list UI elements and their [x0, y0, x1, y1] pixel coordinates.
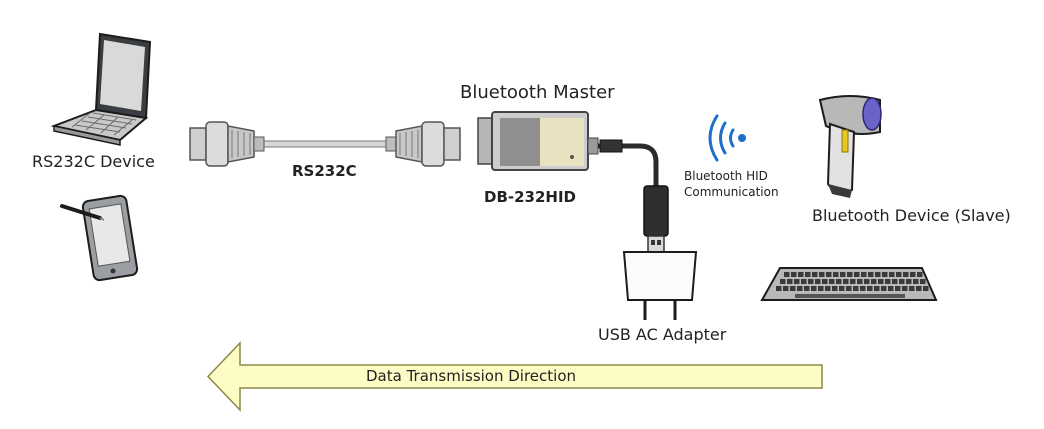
- keyboard-key: [882, 272, 888, 277]
- keyboard-key: [885, 279, 891, 284]
- rs232c-device-label: RS232C Device: [32, 152, 155, 171]
- keyboard-key: [923, 286, 929, 291]
- keyboard-key: [875, 272, 881, 277]
- hid-label-line1: Bluetooth HID: [684, 169, 768, 183]
- usb-plug-icon: [598, 139, 669, 253]
- hid-label-line2: Communication: [684, 185, 779, 199]
- keyboard-icon: [760, 267, 938, 301]
- keyboard-key: [776, 286, 782, 291]
- keyboard-key: [836, 279, 842, 284]
- direction-arrow[interactable]: [206, 341, 823, 412]
- tablet-icon: [60, 194, 139, 282]
- keyboard-key: [829, 279, 835, 284]
- laptop-icon: [50, 32, 152, 146]
- keyboard-key: [864, 279, 870, 284]
- wireless-signal-icon: [708, 114, 746, 162]
- keyboard-key: [889, 272, 895, 277]
- keyboard-key: [804, 286, 810, 291]
- keyboard-key: [920, 279, 926, 284]
- keyboard-key: [895, 286, 901, 291]
- keyboard-key: [917, 272, 923, 277]
- keyboard-key: [780, 279, 786, 284]
- keyboard-key: [910, 272, 916, 277]
- slave-device-label: Bluetooth Device (Slave): [812, 206, 1011, 225]
- keyboard-key: [913, 279, 919, 284]
- keyboard-key: [853, 286, 859, 291]
- keyboard-key: [846, 286, 852, 291]
- usb-adapter-label: USB AC Adapter: [598, 325, 727, 344]
- ac-adapter-icon: [622, 251, 698, 320]
- bluetooth-master-title: Bluetooth Master: [460, 82, 615, 103]
- keyboard-key: [906, 279, 912, 284]
- keyboard-key: [903, 272, 909, 277]
- keyboard-key: [860, 286, 866, 291]
- keyboard-key: [790, 286, 796, 291]
- keyboard-key: [888, 286, 894, 291]
- keyboard-key: [811, 286, 817, 291]
- keyboard-key: [871, 279, 877, 284]
- keyboard-key: [867, 286, 873, 291]
- keyboard-key: [843, 279, 849, 284]
- keyboard-key: [787, 279, 793, 284]
- keyboard-key: [801, 279, 807, 284]
- keyboard-key: [878, 279, 884, 284]
- keyboard-key: [850, 279, 856, 284]
- keyboard-key: [783, 286, 789, 291]
- keyboard-key: [909, 286, 915, 291]
- keyboard-key: [857, 279, 863, 284]
- keyboard-key: [797, 286, 803, 291]
- keyboard-key: [818, 286, 824, 291]
- keyboard-key: [896, 272, 902, 277]
- keyboard-key: [833, 272, 839, 277]
- keyboard-key: [794, 279, 800, 284]
- keyboard-key: [840, 272, 846, 277]
- keyboard-key: [805, 272, 811, 277]
- keyboard-key: [868, 272, 874, 277]
- keyboard-key: [902, 286, 908, 291]
- keyboard-key: [847, 272, 853, 277]
- keyboard-key: [899, 279, 905, 284]
- keyboard-key: [881, 286, 887, 291]
- serial-cable-icon: [189, 121, 461, 167]
- keyboard-key: [916, 286, 922, 291]
- keyboard-key: [826, 272, 832, 277]
- model-label: DB-232HID: [484, 188, 577, 206]
- rs232c-cable-label: RS232C: [292, 162, 357, 180]
- keyboard-key: [819, 272, 825, 277]
- direction-label: Data Transmission Direction: [366, 367, 577, 385]
- keyboard-key: [812, 272, 818, 277]
- keyboard-key: [825, 286, 831, 291]
- keyboard-key: [839, 286, 845, 291]
- keyboard-key: [861, 272, 867, 277]
- keyboard-key: [784, 272, 790, 277]
- keyboard-key: [854, 272, 860, 277]
- keyboard-key: [798, 272, 804, 277]
- keyboard-key: [892, 279, 898, 284]
- keyboard-key: [791, 272, 797, 277]
- keyboard-key: [808, 279, 814, 284]
- keyboard-key: [832, 286, 838, 291]
- keyboard-key: [822, 279, 828, 284]
- keyboard-key: [815, 279, 821, 284]
- keyboard-key: [874, 286, 880, 291]
- barcode-scanner-icon: [818, 95, 882, 198]
- bluetooth-module-icon: [477, 111, 599, 171]
